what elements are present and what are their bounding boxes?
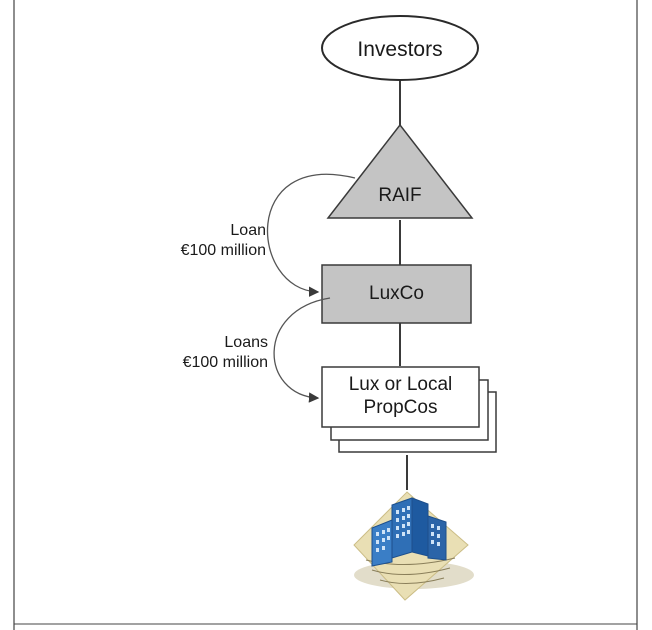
- investors-label: Investors: [357, 38, 443, 61]
- investors-node: [321, 15, 479, 81]
- loan-label-2: Loans €100 million: [140, 333, 268, 373]
- propcos-node: [321, 366, 480, 428]
- luxco-label: LuxCo: [369, 283, 424, 304]
- luxco-node: [321, 264, 472, 324]
- loan-label-1: Loan €100 million: [140, 221, 266, 261]
- loan-arrow-luxco-propcos: [273, 297, 331, 403]
- loan-label-2-text: Loans: [224, 334, 268, 351]
- loan-arrow-raif-luxco: [266, 173, 356, 297]
- raif-node: [326, 123, 474, 219]
- raif-label: RAIF: [378, 185, 422, 206]
- office-buildings-icon: [353, 491, 474, 601]
- loan-label-1-text: Loan: [230, 222, 266, 239]
- loan-amount-1: €100 million: [180, 242, 266, 259]
- loan-amount-2: €100 million: [182, 354, 268, 371]
